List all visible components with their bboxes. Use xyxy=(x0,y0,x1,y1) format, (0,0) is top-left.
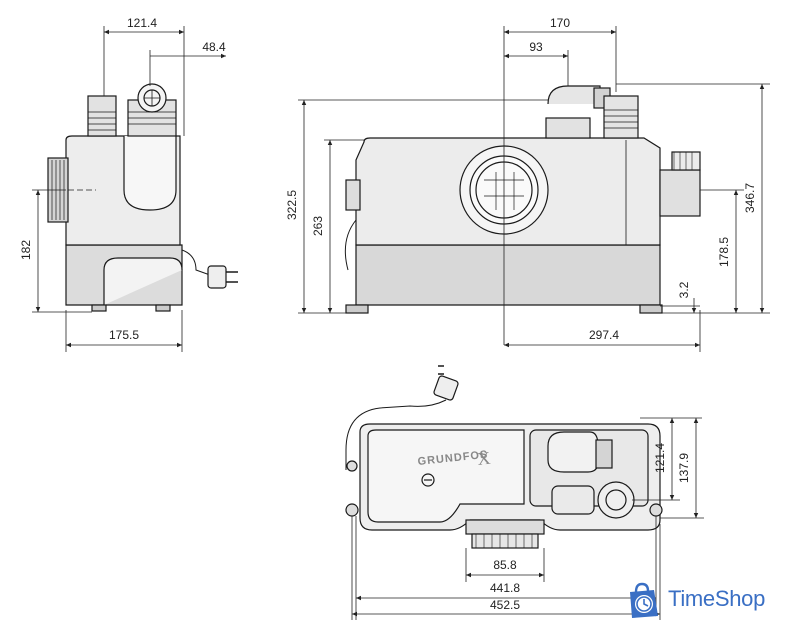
dim-top-inlet-width: 85.8 xyxy=(493,558,517,572)
side-view xyxy=(47,83,238,312)
dim-side-height: 182 xyxy=(19,240,33,260)
top-view-dimension-lines xyxy=(351,417,704,620)
top-view xyxy=(345,365,663,549)
dim-top-depth-outer: 137.9 xyxy=(677,453,691,483)
shopping-bag-clock-icon xyxy=(630,582,658,618)
front-view xyxy=(344,85,701,314)
front-view-dimension-lines xyxy=(298,26,770,352)
dim-front-inlet-height: 178.5 xyxy=(717,237,731,267)
dim-top-width-inner: 441.8 xyxy=(490,581,520,595)
dim-front-half-width: 297.4 xyxy=(589,328,619,342)
watermark-text: TimeShop xyxy=(668,586,766,611)
dim-front-outer-height: 346.7 xyxy=(743,183,757,213)
dim-front-outlet-total: 170 xyxy=(550,16,570,30)
dim-side-base-width: 175.5 xyxy=(109,328,139,342)
dim-top-depth-inner: 121.4 xyxy=(653,443,667,473)
side-view-dimension-lines xyxy=(32,26,226,352)
dim-side-outlet-offset: 48.4 xyxy=(202,40,226,54)
dim-side-width-top: 121.4 xyxy=(127,16,157,30)
timeshop-watermark: TimeShop xyxy=(622,578,782,622)
dim-front-foot-height: 3.2 xyxy=(677,281,691,298)
dim-front-outlet-inner: 93 xyxy=(529,40,543,54)
brand-mark-icon: X xyxy=(476,448,491,469)
dim-top-width-total: 452.5 xyxy=(490,598,520,612)
dim-front-body-height: 263 xyxy=(311,216,325,236)
dim-front-height-total: 322.5 xyxy=(285,190,299,220)
